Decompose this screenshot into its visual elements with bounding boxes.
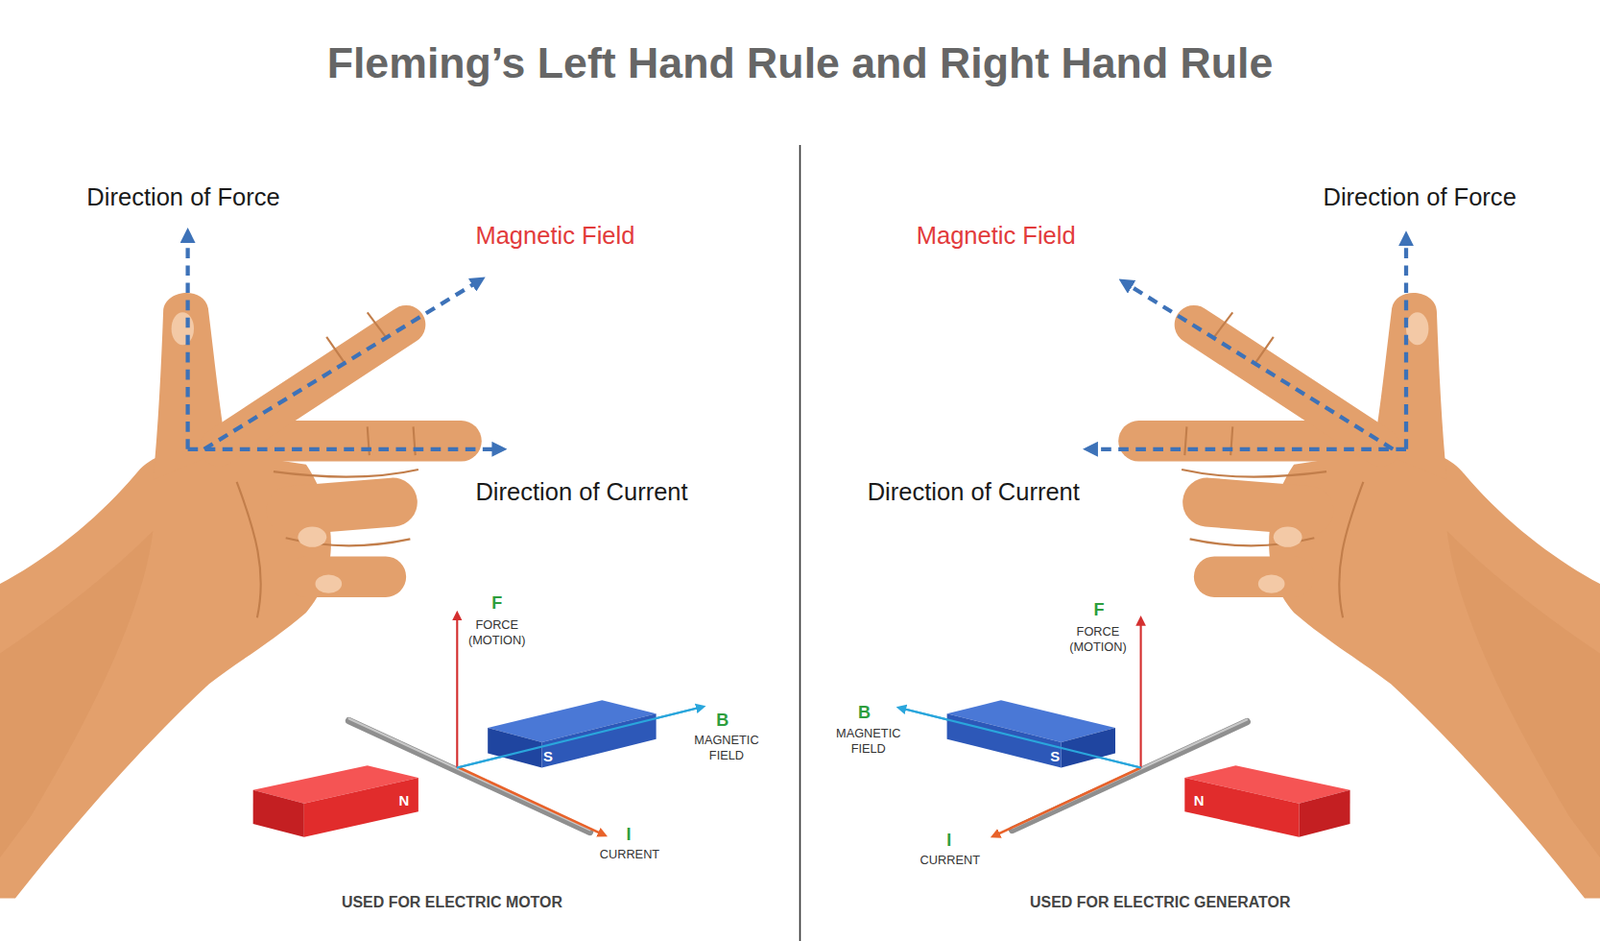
field-line	[456, 707, 700, 768]
magnet-shape	[253, 764, 420, 837]
magnet-face	[947, 713, 1062, 767]
rule-label: Direction of Current	[867, 476, 1080, 507]
vector-caption: CURRENT	[599, 846, 660, 862]
vector-letter: B	[716, 709, 729, 732]
field-axis	[1126, 284, 1393, 450]
vector-letter: F	[1093, 598, 1104, 621]
arm-shade	[0, 530, 153, 858]
force-arrow	[1140, 620, 1143, 767]
vector-caption: FORCE (MOTION)	[462, 617, 532, 648]
pole-letter: S	[1050, 747, 1060, 765]
usage-caption: USED FOR ELECTRIC MOTOR	[341, 892, 563, 912]
divider-line	[799, 144, 802, 941]
force-arrow	[455, 616, 458, 767]
current-arrow	[996, 766, 1142, 835]
vector-caption: CURRENT	[920, 852, 980, 868]
diagram-title: Fleming’s Left Hand Rule and Right Hand …	[327, 38, 1274, 88]
magnet-face	[1298, 789, 1350, 837]
current-arrow	[458, 766, 602, 834]
left-hand	[0, 292, 462, 899]
finger-nail	[297, 526, 327, 548]
rule-label: Direction of Current	[475, 476, 688, 507]
field-label: Magnetic Field	[916, 220, 1076, 252]
vector-caption: FORCE (MOTION)	[1063, 624, 1133, 656]
vector-letter: B	[858, 701, 871, 724]
magnet-block: S	[487, 699, 657, 768]
current-axis	[1092, 447, 1407, 452]
magnet-block: S	[946, 699, 1116, 768]
vector-letter: F	[491, 592, 502, 615]
magnet-block: N	[1183, 764, 1350, 837]
field-axis	[204, 281, 478, 449]
pole-letter: N	[399, 791, 410, 809]
magnet-face	[1061, 727, 1116, 767]
generator-diagram	[902, 620, 1247, 835]
vector-letter: I	[625, 823, 631, 846]
pole-letter: N	[1194, 791, 1205, 809]
magnet-shape	[946, 699, 1116, 768]
current-axis	[188, 447, 499, 452]
field-line	[902, 708, 1142, 768]
magnet-shape	[487, 699, 657, 768]
palm-crease	[237, 481, 262, 618]
rule-label: Direction of Force	[86, 181, 280, 213]
index-finger	[219, 324, 407, 448]
thumb-nail	[171, 311, 194, 345]
pole-letter: S	[543, 747, 553, 765]
knuckle-crease	[367, 426, 416, 455]
magnet-face	[304, 777, 419, 837]
vector-caption: MAGNETIC FIELD	[829, 725, 908, 757]
magnet-shape	[1183, 764, 1350, 837]
force-axis	[1404, 239, 1409, 450]
magnet-face	[1184, 777, 1299, 837]
force-axis	[185, 237, 190, 450]
motor-diagram	[349, 616, 701, 834]
finger-crease	[273, 469, 419, 477]
finger-nail	[315, 574, 343, 594]
vector-letter: I	[946, 829, 952, 852]
usage-caption: USED FOR ELECTRIC GENERATOR	[1029, 892, 1290, 912]
ring-finger	[290, 501, 393, 511]
hand-axes	[188, 237, 1407, 450]
field-label: Magnetic Field	[475, 220, 635, 252]
vector-caption: MAGNETIC FIELD	[688, 732, 766, 764]
little-finger	[306, 555, 386, 598]
magnet-face	[253, 789, 305, 837]
right-hand	[1138, 292, 1600, 899]
rule-label: Direction of Force	[1322, 181, 1516, 213]
magnet-block: N	[253, 764, 420, 837]
